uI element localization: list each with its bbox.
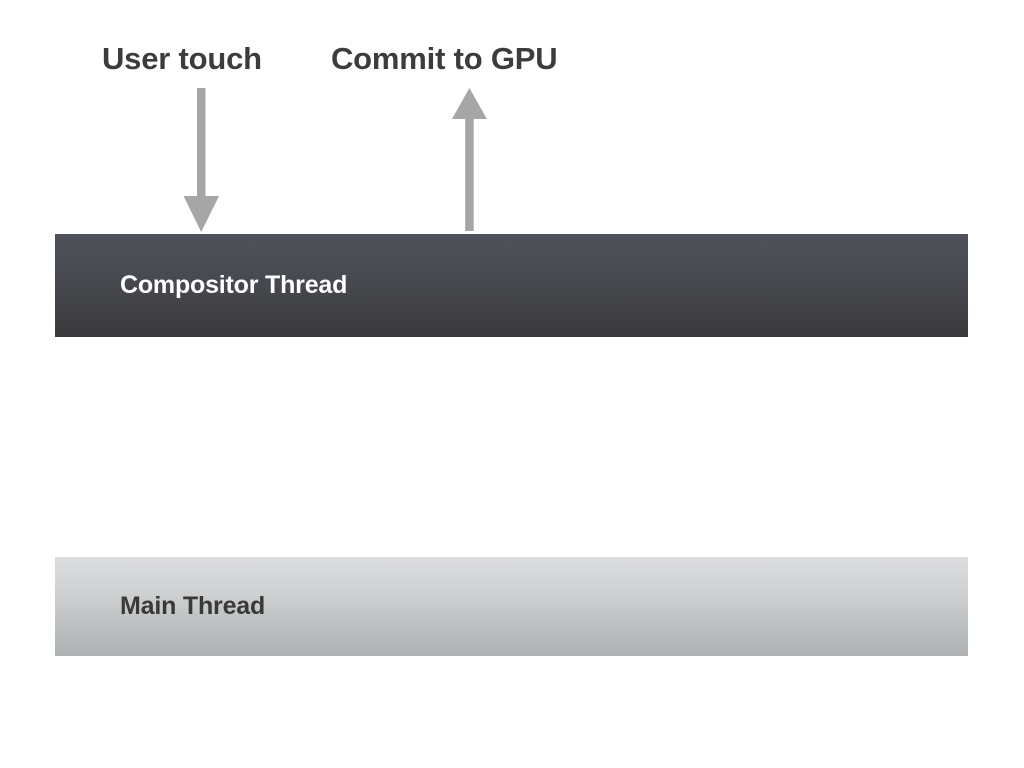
arrow-up-icon <box>452 88 487 231</box>
lane-label-compositor-thread: Compositor Thread <box>120 271 348 299</box>
lane-label-main-thread: Main Thread <box>120 592 266 620</box>
arrow-down-icon <box>183 88 219 232</box>
lane-compositor-thread: Compositor Thread <box>55 234 968 337</box>
annotation-label-user-touch: User touch <box>102 41 262 76</box>
annotation-label-commit-to-gpu: Commit to GPU <box>331 41 558 76</box>
lane-main-thread: Main Thread <box>55 557 968 656</box>
